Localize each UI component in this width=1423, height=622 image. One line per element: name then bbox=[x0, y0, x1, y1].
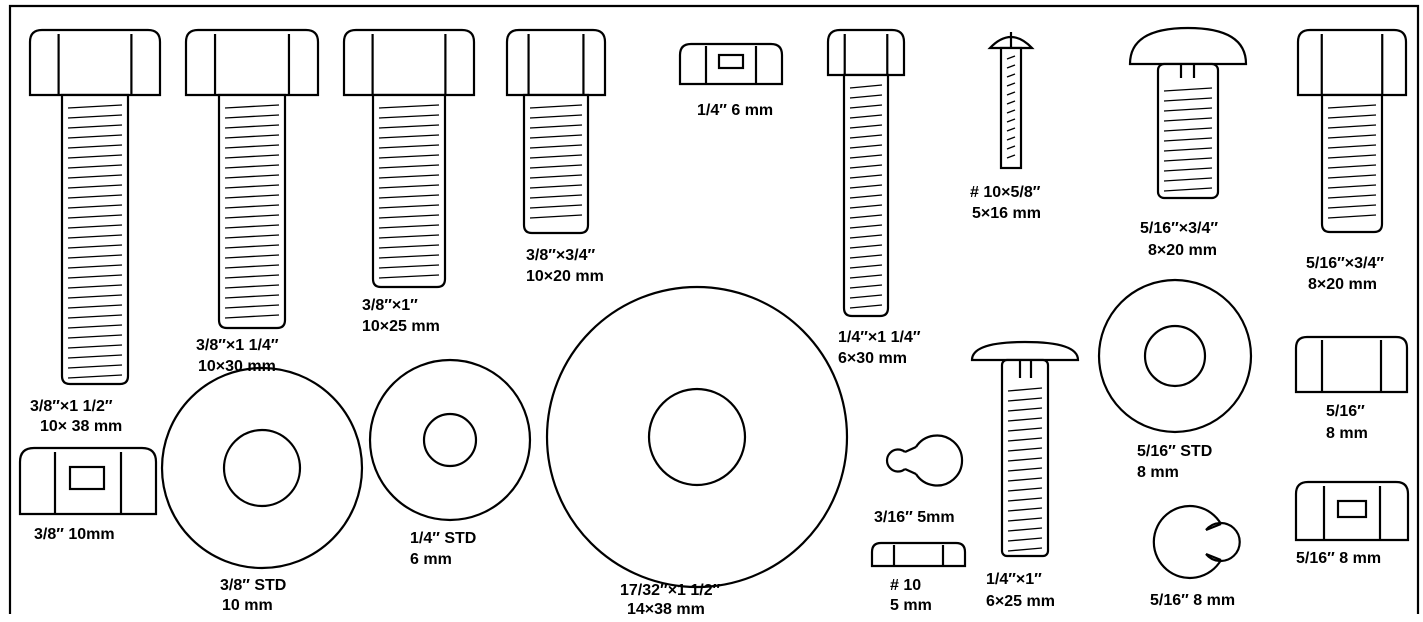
lock-nut-icon bbox=[678, 42, 784, 86]
hex-bolt-icon bbox=[505, 28, 607, 235]
label-hex-bolt-3-8-x-3-4: 3/8″×3/4″ bbox=[526, 247, 595, 264]
label-split-washer-5-16: 5/16″ 8 mm bbox=[1150, 592, 1235, 609]
label-lock-nut-3-8: 3/8″ 10mm bbox=[34, 526, 115, 543]
label-hex-nut-10: # 10 bbox=[890, 577, 921, 594]
label-flat-washer-5-16-metric: 8 mm bbox=[1137, 464, 1179, 481]
label-hex-bolt-3-8-x-1-1-2: 3/8″×1 1/2″ bbox=[30, 398, 113, 415]
label-hex-nut-10-metric: 5 mm bbox=[890, 597, 932, 614]
label-flat-washer-1-4-metric: 6 mm bbox=[410, 551, 452, 568]
label-split-washer-3-16: 3/16″ 5mm bbox=[874, 509, 955, 526]
label-machine-screw-10-x-5-8-metric: 5×16 mm bbox=[972, 205, 1041, 222]
label-hex-bolt-5-16-x-3-4: 5/16″×3/4″ bbox=[1306, 255, 1384, 272]
label-carriage-bolt-5-16-x-3-4: 5/16″×3/4″ bbox=[1140, 220, 1218, 237]
label-hex-bolt-1-4-x-1-1-4-metric: 6×30 mm bbox=[838, 350, 907, 367]
label-machine-screw-10-x-5-8: # 10×5/8″ bbox=[970, 184, 1041, 201]
carriage-bolt-icon bbox=[1128, 26, 1248, 200]
label-hex-bolt-3-8-x-1-1-2-metric: 10× 38 mm bbox=[40, 418, 122, 435]
label-hex-nut-5-16: 5/16″ bbox=[1326, 403, 1365, 420]
flat-washer-icon bbox=[368, 358, 532, 522]
label-flat-washer-17-32: 17/32″×1 1/2″ bbox=[620, 582, 721, 599]
hex-bolt-icon bbox=[184, 28, 320, 330]
flat-washer-icon bbox=[545, 285, 849, 589]
label-hex-nut-5-16-metric: 8 mm bbox=[1326, 425, 1368, 442]
label-flat-washer-1-4: 1/4″ STD bbox=[410, 530, 476, 547]
hex-bolt-icon bbox=[826, 28, 906, 318]
label-carriage-bolt-1-4-x-1-metric: 6×25 mm bbox=[986, 593, 1055, 610]
hex-bolt-icon bbox=[1296, 28, 1408, 234]
label-flat-washer-17-32-metric: 14×38 mm bbox=[627, 601, 705, 617]
label-hex-bolt-3-8-x-1-1-4: 3/8″×1 1/4″ bbox=[196, 337, 279, 354]
flat-washer-icon bbox=[1097, 278, 1253, 434]
label-carriage-bolt-5-16-x-3-4-metric: 8×20 mm bbox=[1148, 242, 1217, 259]
hex-bolt-icon bbox=[28, 28, 162, 386]
label-lock-nut-5-16: 5/16″ 8 mm bbox=[1296, 550, 1381, 567]
lock-nut-icon bbox=[18, 446, 158, 516]
label-carriage-bolt-1-4-x-1: 1/4″×1″ bbox=[986, 571, 1042, 588]
carriage-bolt-icon bbox=[970, 340, 1080, 558]
label-lock-nut-1-4: 1/4″ 6 mm bbox=[697, 102, 773, 119]
flat-washer-icon bbox=[160, 366, 364, 570]
hex-nut-icon bbox=[1294, 335, 1409, 394]
lock-nut-icon bbox=[1294, 480, 1410, 542]
label-flat-washer-3-8-metric: 10 mm bbox=[222, 597, 273, 614]
split-washer-icon bbox=[1152, 504, 1241, 580]
hex-bolt-icon bbox=[342, 28, 476, 289]
hex-nut-icon bbox=[870, 541, 967, 568]
machine-screw-icon bbox=[987, 32, 1035, 170]
frame-border bbox=[8, 4, 1420, 614]
split-washer-icon bbox=[885, 434, 964, 487]
label-hex-bolt-3-8-x-1-metric: 10×25 mm bbox=[362, 318, 440, 335]
label-hex-bolt-3-8-x-1-1-4-metric: 10×30 mm bbox=[198, 358, 276, 375]
label-hex-bolt-3-8-x-3-4-metric: 10×20 mm bbox=[526, 268, 604, 285]
label-hex-bolt-5-16-x-3-4-metric: 8×20 mm bbox=[1308, 276, 1377, 293]
label-hex-bolt-1-4-x-1-1-4: 1/4″×1 1/4″ bbox=[838, 329, 921, 346]
label-hex-bolt-3-8-x-1: 3/8″×1″ bbox=[362, 297, 418, 314]
label-flat-washer-5-16: 5/16″ STD bbox=[1137, 443, 1212, 460]
label-flat-washer-3-8: 3/8″ STD bbox=[220, 577, 286, 594]
